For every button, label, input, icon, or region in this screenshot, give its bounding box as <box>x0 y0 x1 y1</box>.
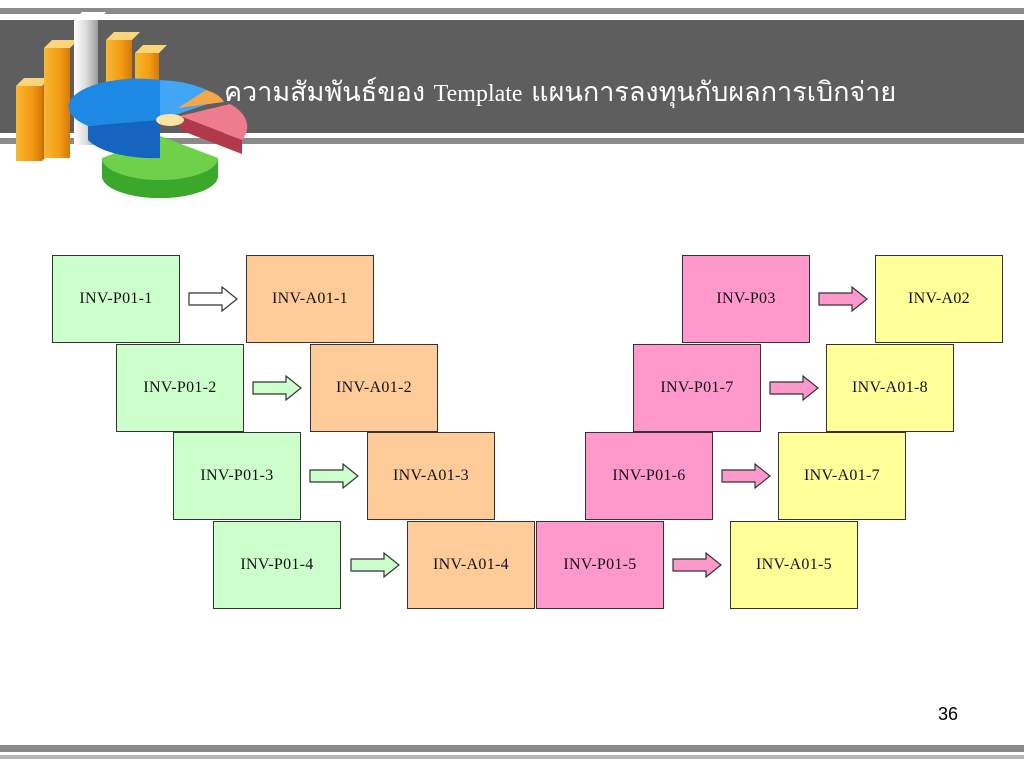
page-title: ความสัมพันธ์ของ Template แผนการลงทุนกับผ… <box>224 77 897 108</box>
plan-box-inv-p01-6: INV-P01-6 <box>585 432 713 520</box>
arrow-right-icon <box>721 463 771 489</box>
header-bottom-line <box>0 138 1024 144</box>
plan-box-inv-p03: INV-P03 <box>682 255 810 343</box>
arrow-right-icon <box>672 552 722 578</box>
page-number: 36 <box>937 704 959 724</box>
arrow-right-icon <box>769 375 819 401</box>
disbursement-box-inv-a01-1: INV-A01-1 <box>246 255 374 343</box>
arrow-right-icon <box>188 286 238 312</box>
arrow-right-icon <box>818 286 868 312</box>
disbursement-box-inv-a01-5: INV-A01-5 <box>730 521 858 609</box>
arrow-right-icon <box>350 552 400 578</box>
plan-box-inv-p01-7: INV-P01-7 <box>633 344 761 432</box>
plan-box-inv-p01-1: INV-P01-1 <box>52 255 180 343</box>
disbursement-box-inv-a01-2: INV-A01-2 <box>310 344 438 432</box>
plan-box-inv-p01-2: INV-P01-2 <box>116 344 244 432</box>
disbursement-box-inv-a01-8: INV-A01-8 <box>826 344 954 432</box>
footer-line <box>0 745 1024 752</box>
disbursement-box-inv-a01-7: INV-A01-7 <box>778 432 906 520</box>
plan-box-inv-p01-4: INV-P01-4 <box>213 521 341 609</box>
disbursement-box-inv-a02: INV-A02 <box>875 255 1003 343</box>
plan-box-inv-p01-5: INV-P01-5 <box>536 521 664 609</box>
footer-line-secondary <box>0 755 1024 759</box>
chart-logo-icon <box>16 12 248 198</box>
disbursement-box-inv-a01-3: INV-A01-3 <box>367 432 495 520</box>
disbursement-box-inv-a01-4: INV-A01-4 <box>407 521 535 609</box>
arrow-right-icon <box>309 463 359 489</box>
header-top-line <box>0 8 1024 14</box>
arrow-right-icon <box>252 375 302 401</box>
plan-box-inv-p01-3: INV-P01-3 <box>173 432 301 520</box>
